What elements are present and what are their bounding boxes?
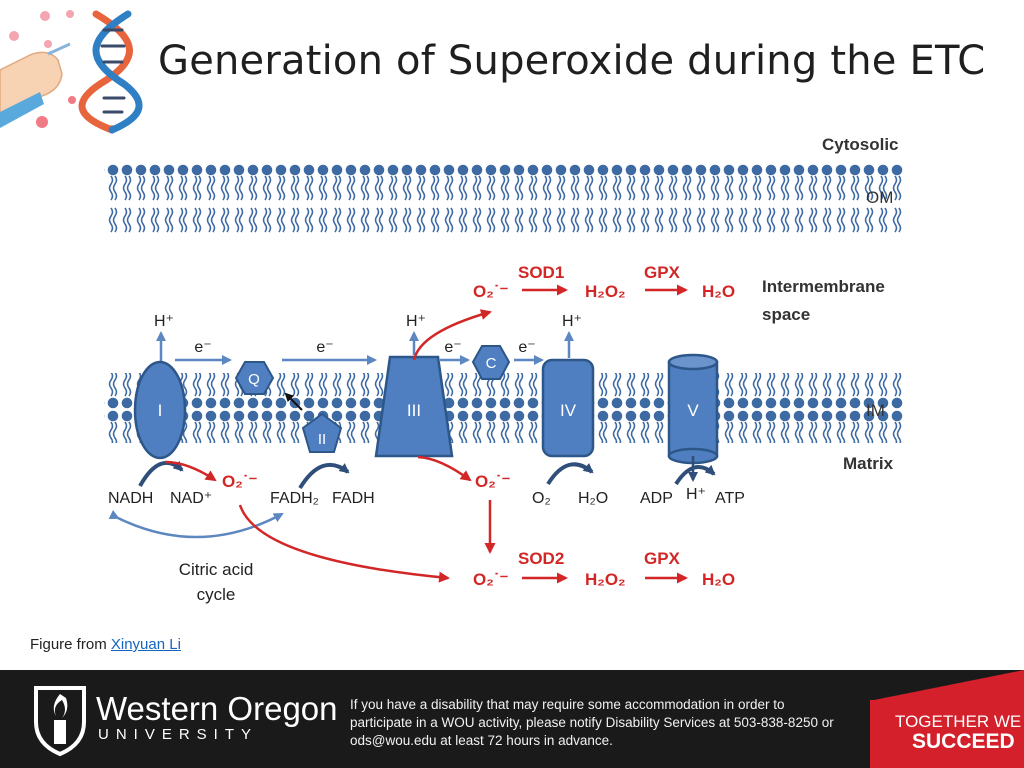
h-plus-matrix: H⁺ — [686, 486, 706, 503]
complex-v — [667, 353, 719, 465]
dot-icon — [68, 96, 76, 104]
complex-iv-label: IV — [560, 401, 577, 420]
ros-arrow-complex-i — [164, 460, 217, 482]
fadh-label: FADH — [332, 490, 375, 507]
dot-icon — [9, 31, 19, 41]
label-space: space — [762, 305, 810, 324]
nad-label: NAD⁺ — [170, 490, 212, 507]
dot-icon — [44, 40, 52, 48]
h-plus-iii: H⁺ — [406, 313, 426, 330]
ros-arrow-iii-up — [412, 309, 492, 361]
h2o-matrix: H₂O — [702, 570, 735, 589]
dot-icon — [66, 10, 74, 18]
ubiquinone-q — [234, 361, 275, 395]
label-om: OM — [866, 188, 893, 207]
complex-v-label: V — [687, 401, 699, 420]
caption-link[interactable]: Xinyuan Li — [110, 636, 181, 653]
ros-arrow-i-to-sod2 — [238, 504, 450, 583]
sod1-label: SOD1 — [518, 263, 564, 282]
torch-logo-icon — [34, 686, 86, 757]
red-accent — [874, 670, 1024, 700]
h2o2-matrix: H₂O₂ — [585, 570, 626, 589]
gpx-matrix: GPX — [644, 549, 681, 568]
sod2-label: SOD2 — [518, 549, 564, 568]
o2-label: O₂ — [532, 490, 551, 507]
adp-atp-curve-arrow — [674, 464, 716, 486]
fadh2-curve-arrow — [298, 462, 350, 490]
label-matrix: Matrix — [843, 454, 894, 473]
complex-i-label: I — [158, 401, 163, 420]
university-name: Western Oregon — [96, 690, 338, 727]
gpx-ims: GPX — [644, 263, 681, 282]
h-plus-iv: H⁺ — [562, 313, 582, 330]
h-plus-i: H⁺ — [154, 313, 174, 330]
nadh-label: NADH — [108, 490, 153, 507]
red-accent-block — [870, 700, 1024, 768]
hand-icon — [0, 42, 71, 128]
complex-ii — [301, 412, 343, 453]
atp-label: ATP — [715, 490, 745, 507]
citric-cycle-curve — [108, 510, 284, 539]
cytochrome-c — [471, 345, 511, 380]
nadh-curve-arrow — [138, 460, 184, 487]
tagline-line1: TOGETHER WE — [895, 712, 1022, 731]
h2o-label: H₂O — [578, 490, 608, 507]
figure-caption: Figure from Xinyuan Li — [30, 636, 181, 653]
complex-ii-label: II — [318, 431, 326, 448]
fadh2-label: FADH₂ — [270, 490, 319, 507]
footer-bar: Western Oregon UNIVERSITY If you have a … — [0, 670, 1024, 768]
superoxide-complex-i: O₂˙⁻ — [222, 472, 257, 491]
c-label: C — [486, 355, 497, 372]
etc-diagram: Cytosolic OM Intermembrane space IM Matr… — [104, 135, 904, 604]
citric-label-1: Citric acid — [179, 560, 254, 579]
dot-icon — [36, 116, 48, 128]
complex-iv — [541, 358, 595, 458]
caption-prefix: Figure from — [30, 636, 111, 653]
superoxide-complex-iii: O₂˙⁻ — [475, 472, 510, 491]
inner-membrane — [104, 373, 904, 443]
e-minus-4: e⁻ — [518, 339, 535, 356]
complex-iii — [374, 355, 454, 458]
complex-iii-label: III — [407, 401, 421, 420]
h2o-ims: H₂O — [702, 282, 735, 301]
label-intermembrane: Intermembrane — [762, 277, 885, 296]
dna-hand-illustration — [0, 10, 143, 134]
e-minus-1: e⁻ — [194, 339, 211, 356]
label-cytosolic: Cytosolic — [822, 135, 899, 154]
dot-icon — [40, 11, 50, 21]
pointer-arrow — [284, 392, 303, 411]
ros-arrow-iii-down — [417, 455, 472, 482]
complex-i — [133, 360, 187, 460]
h2o2-ims: H₂O₂ — [585, 282, 626, 301]
accessibility-notice: If you have a disability that may requir… — [350, 697, 834, 748]
e-minus-2: e⁻ — [316, 339, 333, 356]
superoxide-matrix: O₂˙⁻ — [473, 570, 508, 589]
outer-membrane — [104, 163, 904, 233]
dna-helix-icon — [78, 10, 143, 134]
q-label: Q — [248, 371, 260, 388]
citric-label-2: cycle — [197, 585, 236, 604]
o2-water-curve-arrow — [546, 462, 594, 486]
adp-label: ADP — [640, 490, 673, 507]
label-im: IM — [866, 401, 885, 420]
tagline-line2: SUCCEED — [912, 730, 1015, 753]
university-subtitle: UNIVERSITY — [98, 726, 259, 743]
slide-title: Generation of Superoxide during the ETC — [158, 38, 986, 84]
e-minus-3: e⁻ — [444, 339, 461, 356]
superoxide-ims: O₂˙⁻ — [473, 282, 508, 301]
